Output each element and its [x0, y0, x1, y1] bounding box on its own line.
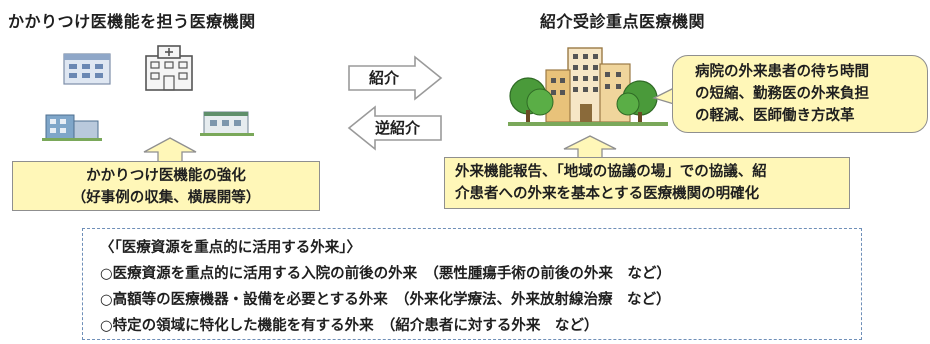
callout-line: 病院の外来患者の待ち時間 — [695, 64, 869, 80]
right-info-box: 外来機能報告、「地域の協議の場」での協議、紹 介患者への外来を基本とする医療機関… — [444, 157, 850, 209]
dashed-box-heading: 〈「医療資源を重点的に活用する外来」〉 — [100, 240, 361, 256]
right-title: 紹介受診重点医療機関 — [540, 12, 706, 31]
right-box-line: 外来機能報告、「地域の協議の場」での協議、紹 — [455, 164, 767, 180]
right-arrow-icon — [348, 55, 443, 101]
reverse-referral-arrow: 逆紹介 — [345, 104, 445, 156]
callout-box: 病院の外来患者の待ち時間 の短縮、勤務医の外来負担 の軽減、医師働き方改革 — [672, 55, 928, 133]
town-buildings-icon — [42, 114, 102, 141]
right-box-line: 介患者への外来を基本とする医療機関の明確化 — [455, 186, 760, 202]
up-arrow-icon — [143, 137, 197, 164]
left-title: かかりつけ医機能を担う医療機関 — [8, 12, 256, 31]
left-box-line: （好事例の収集、横展開等） — [71, 190, 261, 206]
clinic-building-icon — [63, 53, 111, 85]
hospital-building-icon — [145, 45, 193, 91]
clinic-building-icon — [200, 111, 254, 136]
callout-line: の軽減、医師働き方改革 — [695, 108, 855, 124]
referral-arrow: 紹介 — [345, 54, 445, 106]
left-box-line: かかりつけ医機能の強化 — [86, 168, 246, 184]
large-hospital-with-trees-icon — [508, 47, 668, 126]
left-arrow-icon — [347, 105, 442, 151]
reverse-referral-label: 逆紹介 — [375, 119, 421, 137]
dashed-outline-box — [82, 228, 862, 340]
dashed-box-item: ○特定の領域に特化した機能を有する外来 （紹介患者に対する外来 など） — [100, 318, 599, 334]
dashed-box-item: ○高額等の医療機器・設備を必要とする外来 （外来化学療法、外来放射線治療 など） — [100, 292, 671, 308]
referral-label: 紹介 — [369, 69, 400, 87]
callout-line: の短縮、勤務医の外来負担 — [695, 86, 869, 102]
left-info-box: かかりつけ医機能の強化 （好事例の収集、横展開等） — [12, 161, 320, 211]
dashed-box-item: ○医療資源を重点的に活用する入院の前後の外来 （悪性腫瘍手術の前後の外来 など） — [100, 266, 671, 282]
